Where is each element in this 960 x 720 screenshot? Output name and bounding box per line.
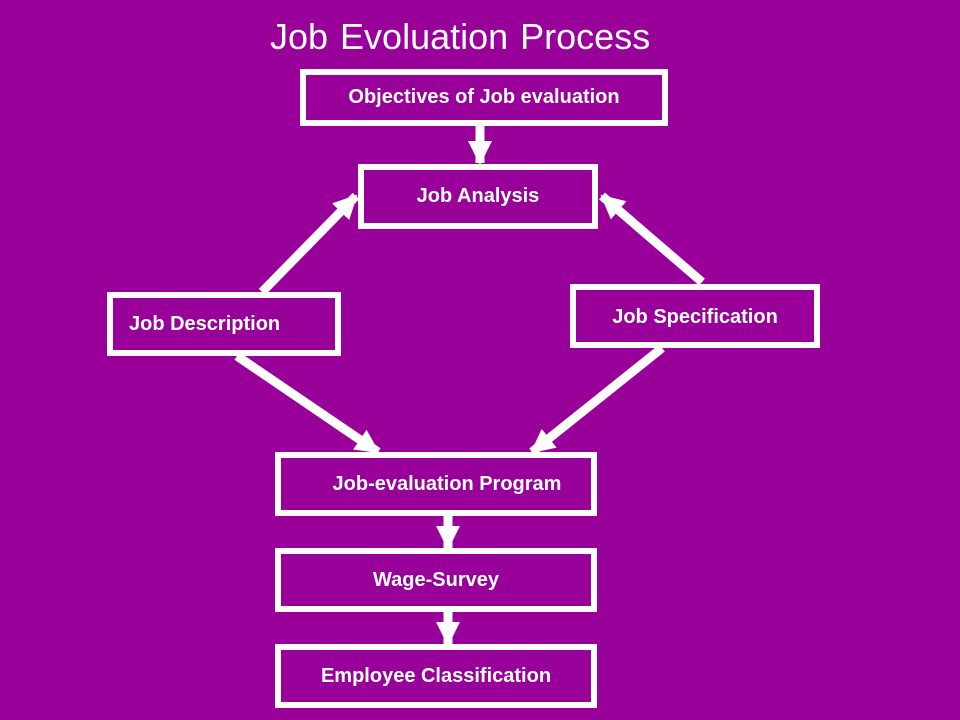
node-job-specification-label: Job Specification	[612, 306, 778, 328]
node-job-specification: Job Specification	[570, 284, 820, 348]
node-job-description-label: Job Description	[129, 312, 281, 335]
arrow-specification-to-program	[529, 344, 665, 456]
arrow-description-to-analysis	[258, 192, 360, 296]
node-objectives: Objectives of Job evaluation	[300, 69, 668, 126]
node-wage-survey-label: Wage-Survey	[373, 568, 499, 591]
arrow-description-to-program	[234, 352, 381, 456]
node-job-description: Job Description	[107, 292, 341, 356]
node-objectives-label: Objectives of Job evaluation	[348, 86, 620, 108]
arrow-specification-to-analysis	[599, 192, 705, 286]
node-evaluation-program: Job-evaluation Program	[275, 452, 597, 516]
node-employee-classification: Employee Classification	[275, 644, 597, 708]
node-wage-survey: Wage-Survey	[275, 548, 597, 612]
diagram-title: Job Evoluation Process	[270, 16, 651, 57]
node-job-analysis: Job Analysis	[358, 164, 598, 229]
node-evaluation-program-label: Job-evaluation Program	[332, 472, 562, 495]
node-job-analysis-label: Job Analysis	[416, 185, 540, 207]
node-employee-classification-label: Employee Classification	[320, 664, 552, 687]
